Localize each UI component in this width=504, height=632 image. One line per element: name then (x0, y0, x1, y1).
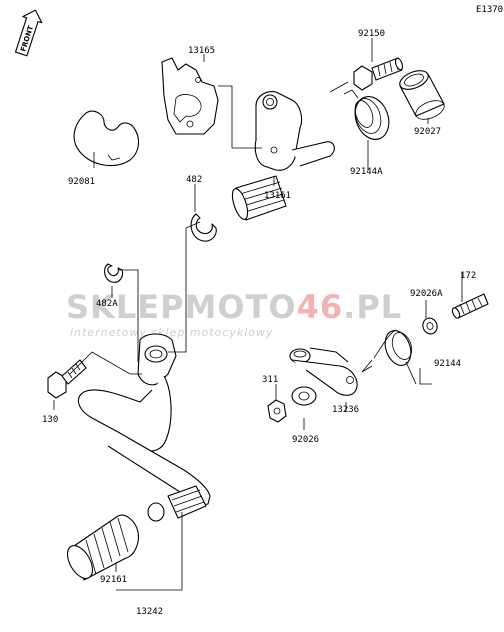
part-92150-bolt (353, 57, 404, 91)
leader-lines (53, 38, 463, 591)
part-13161-shift-shaft (231, 91, 335, 221)
label-92144: 92144 (434, 359, 461, 369)
label-92150: 92150 (358, 29, 385, 39)
svg-text:SKLEPMOTO46.PL: SKLEPMOTO46.PL (66, 288, 402, 326)
part-130-bolt (47, 359, 87, 399)
diagram-code: E1370 (476, 5, 503, 15)
label-92161: 92161 (100, 575, 127, 585)
watermark-brand-c: .PL (343, 288, 402, 326)
label-92026: 92026 (292, 435, 319, 445)
watermark-brand-b: 46 (297, 288, 344, 326)
label-13236: 13236 (332, 405, 359, 415)
part-92081-ring (73, 110, 139, 167)
part-482-circlip (190, 213, 217, 242)
label-92026A: 92026A (410, 289, 443, 299)
part-13236-link (289, 347, 358, 396)
part-92144-spring (361, 329, 417, 385)
part-92144A-spring (329, 81, 390, 140)
part-labels: 13165 92150 92081 92027 92144A 482 13161… (42, 29, 476, 617)
part-172-stud (451, 293, 489, 319)
part-13165-plate (161, 57, 219, 135)
label-92144A: 92144A (350, 167, 383, 177)
part-92161-rubber (66, 514, 139, 581)
label-172: 172 (460, 271, 476, 281)
watermark-tagline: internetowy sklep motocyklowy (70, 326, 274, 339)
label-130: 130 (42, 415, 58, 425)
part-92026A-washer (422, 317, 438, 335)
label-13161: 13161 (264, 191, 291, 201)
part-13242-shift-lever (77, 333, 211, 522)
front-arrow-icon: FRONT (14, 9, 43, 57)
watermark: SKLEPMOTO46.PL internetowy sklep motocyk… (66, 288, 402, 339)
label-92081: 92081 (68, 177, 95, 187)
label-482A: 482A (96, 299, 118, 309)
label-311: 311 (262, 375, 278, 385)
part-92026-washer (291, 386, 317, 406)
label-482: 482 (186, 175, 202, 185)
watermark-brand-a: SKLEPMOTO (66, 288, 297, 326)
part-311-nut (267, 399, 287, 423)
part-92027-collar (399, 70, 445, 120)
label-13242: 13242 (136, 607, 163, 617)
part-482A-circlip (103, 263, 124, 283)
label-92027: 92027 (414, 127, 441, 137)
label-13165: 13165 (188, 46, 215, 56)
